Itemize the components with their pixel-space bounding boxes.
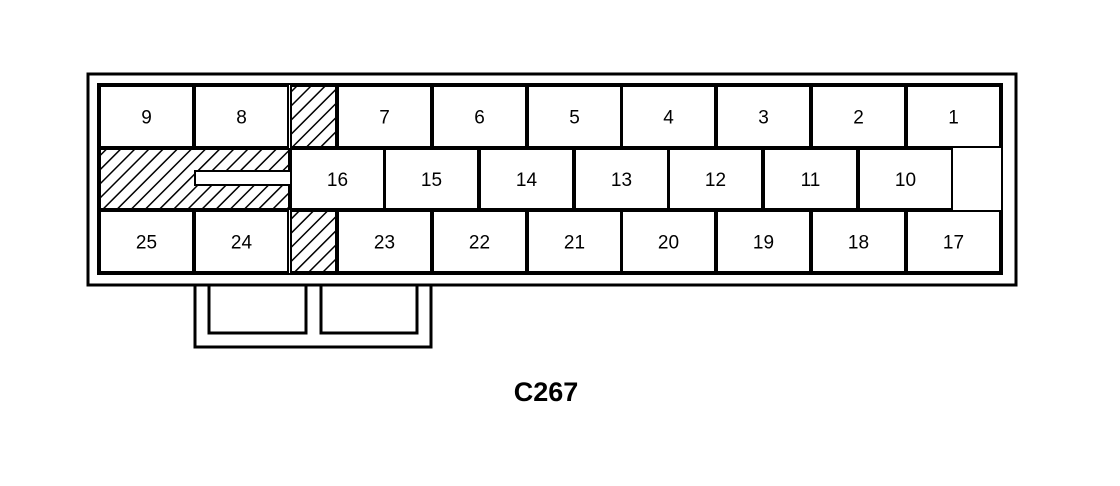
pin-cavity-10 — [858, 148, 953, 210]
pin-cavity-22 — [432, 210, 527, 273]
pin-label-21: 21 — [564, 233, 585, 254]
locking-tab-left — [207, 285, 308, 335]
pin-cavity-15 — [384, 148, 479, 210]
pin-cavity-7 — [337, 85, 432, 148]
pin-cavity-5 — [527, 85, 622, 148]
pin-label-18: 18 — [848, 233, 869, 254]
pin-label-5: 5 — [569, 108, 580, 129]
pin-cavity-18 — [811, 210, 906, 273]
pin-cavity-2 — [811, 85, 906, 148]
pin-label-6: 6 — [474, 108, 485, 129]
locking-tab-outer — [193, 285, 433, 349]
pin-cavity-1 — [906, 85, 1001, 148]
pin-cavity-8 — [194, 85, 289, 148]
pin-row-top: 9 8 7 6 5 4 3 2 1 — [99, 85, 1001, 148]
pin-label-1: 1 — [948, 108, 959, 129]
pin-label-23: 23 — [374, 233, 395, 254]
pin-label-11: 11 — [801, 170, 821, 191]
pin-cavity-14 — [479, 148, 574, 210]
pin-label-3: 3 — [758, 108, 769, 129]
pin-cavity-23 — [337, 210, 432, 273]
pin-cavity-25 — [99, 210, 194, 273]
pin-label-12: 12 — [705, 170, 726, 191]
latch-slot — [194, 170, 292, 186]
pin-cavity-4 — [621, 85, 716, 148]
pin-label-16: 16 — [327, 170, 348, 191]
pin-cavity-9 — [99, 85, 194, 148]
pin-label-25: 25 — [136, 233, 157, 254]
pin-label-22: 22 — [469, 233, 490, 254]
pin-cavity-24 — [194, 210, 289, 273]
pin-row-middle: 16 15 14 13 12 11 10 — [290, 148, 953, 210]
pin-label-24: 24 — [231, 233, 253, 254]
pin-cavity-11 — [763, 148, 858, 210]
pin-cavity-3 — [716, 85, 811, 148]
locking-tab-right — [319, 285, 419, 335]
blocked-cavity-bottom — [290, 210, 337, 273]
pin-cavity-21 — [527, 210, 622, 273]
pin-cavity-6 — [432, 85, 527, 148]
pin-label-10: 10 — [895, 170, 916, 191]
pin-cavity-20 — [621, 210, 716, 273]
pin-row-bottom: 25 24 23 22 21 20 19 18 17 — [99, 210, 1001, 273]
pin-label-4: 4 — [663, 108, 674, 129]
pin-cavity-17 — [906, 210, 1001, 273]
pin-cavity-13 — [574, 148, 669, 210]
pin-label-17: 17 — [943, 233, 964, 254]
pin-label-8: 8 — [236, 108, 247, 129]
pin-label-20: 20 — [658, 233, 679, 254]
connector-id-label: C267 — [514, 377, 579, 407]
pin-label-19: 19 — [753, 233, 774, 254]
pin-cavity-12 — [668, 148, 763, 210]
pin-label-15: 15 — [421, 170, 442, 191]
connector-inner-frame — [97, 83, 1003, 275]
pin-label-7: 7 — [379, 108, 390, 129]
pin-label-13: 13 — [611, 170, 632, 191]
pin-label-2: 2 — [853, 108, 864, 129]
pin-label-9: 9 — [141, 108, 152, 129]
pin-cavity-16 — [290, 148, 385, 210]
pin-cavity-19 — [716, 210, 811, 273]
blocked-cavity-top — [290, 85, 337, 148]
pin-label-14: 14 — [516, 170, 538, 191]
